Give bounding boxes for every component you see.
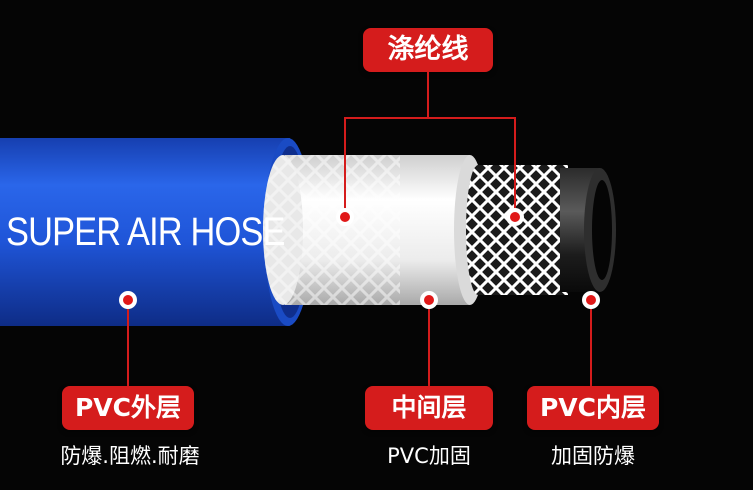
braid-layer <box>466 165 568 295</box>
connector-top-left-drop <box>344 117 346 217</box>
connector-top-stem <box>427 72 429 117</box>
callout-outer-layer-label: PVC外层 <box>74 393 182 422</box>
callout-middle-layer-label: 中间层 <box>391 393 467 422</box>
connector-top-right-drop <box>514 117 516 217</box>
marker-inner-layer <box>582 291 600 309</box>
connector-outer <box>127 309 129 386</box>
callout-inner-desc: 加固防爆 <box>551 444 635 468</box>
callout-outer-layer: PVC外层 <box>62 386 194 430</box>
hose-brand-text: SUPER AIR HOSE <box>6 210 285 254</box>
callout-outer-desc: 防爆.阻燃.耐磨 <box>60 444 200 468</box>
marker-braid-right <box>506 208 524 226</box>
connector-middle <box>428 309 430 386</box>
marker-braid-left <box>336 208 354 226</box>
marker-outer-layer <box>119 291 137 309</box>
connector-inner <box>590 309 592 386</box>
callout-polyester-thread: 涤纶线 <box>363 28 493 72</box>
callout-inner-layer: PVC内层 <box>527 386 659 430</box>
callout-middle-layer: 中间层 <box>365 386 493 430</box>
connector-top-bar <box>344 117 516 119</box>
marker-middle-layer <box>420 291 438 309</box>
callout-polyester-thread-label: 涤纶线 <box>387 34 469 65</box>
inner-layer <box>560 168 616 292</box>
middle-layer <box>263 155 486 305</box>
callout-middle-desc: PVC加固 <box>387 444 471 468</box>
callout-inner-layer-label: PVC内层 <box>539 393 647 422</box>
